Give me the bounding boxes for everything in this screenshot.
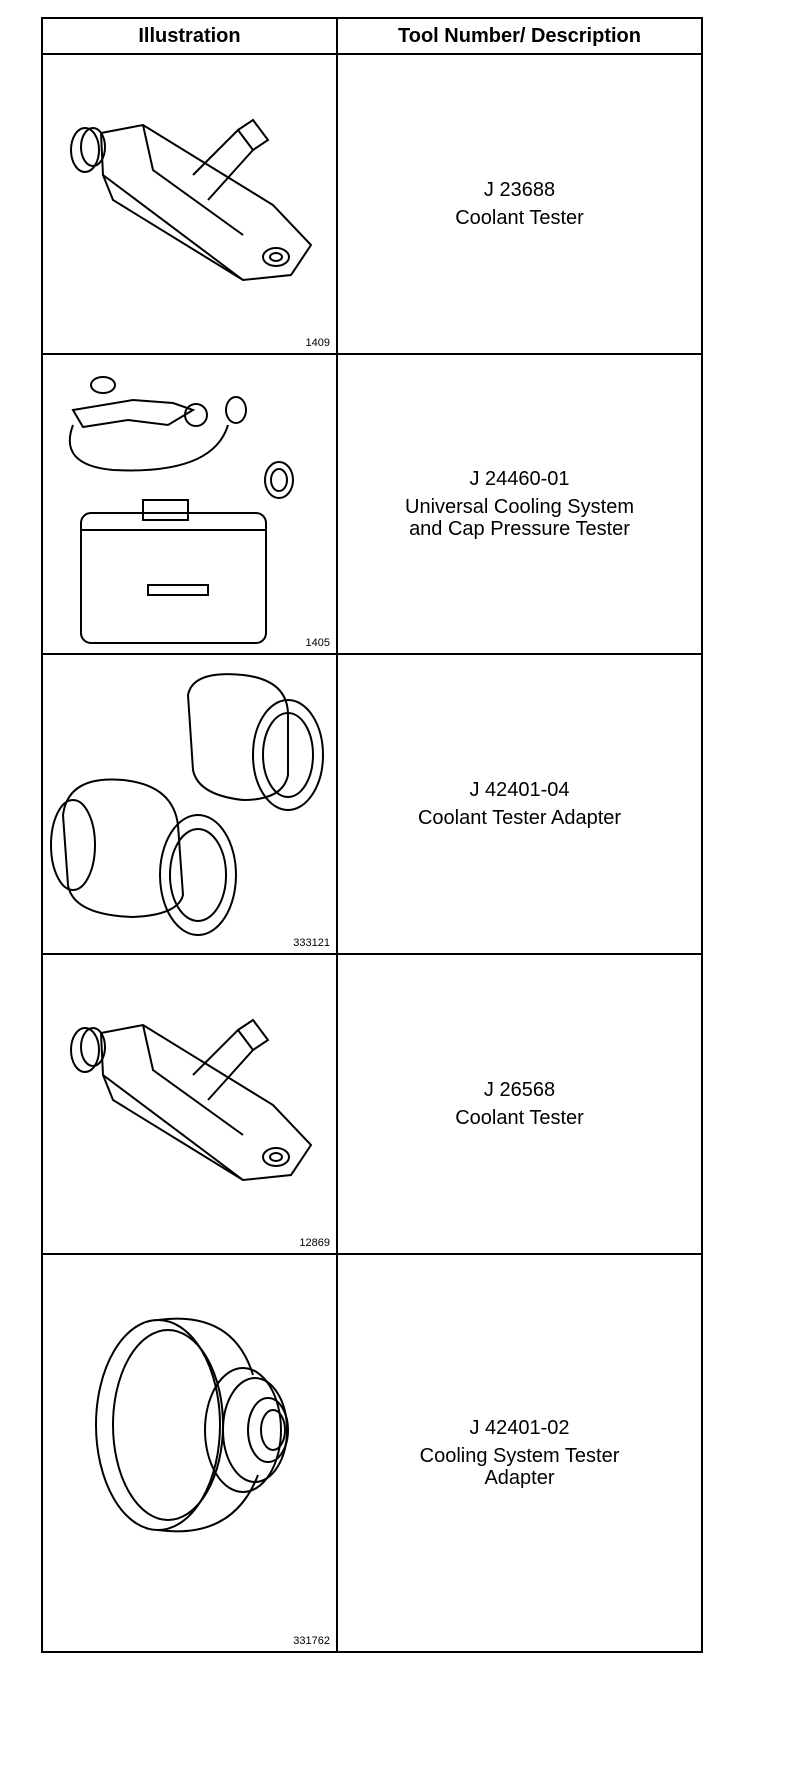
illustration-cell: 1405 [43, 355, 338, 653]
tool-description-line: Universal Cooling System [405, 496, 634, 518]
table-header: Illustration Tool Number/ Description [43, 19, 701, 55]
tool-description-cell: J 26568 Coolant Tester [338, 955, 701, 1253]
illustration-cell: 333121 [43, 655, 338, 953]
tool-description-cell: J 42401-02 Cooling System Tester Adapter [338, 1255, 701, 1651]
tool-description-cell: J 42401-04 Coolant Tester Adapter [338, 655, 701, 953]
illustration-cell: 12869 [43, 955, 338, 1253]
tool-description-line: Adapter [484, 1467, 555, 1489]
pressure-tester-kit-icon [68, 376, 294, 644]
coolant-tester-icon [70, 1018, 313, 1182]
illustration-cell: 1409 [43, 55, 338, 353]
illustration-cell: 331762 [43, 1255, 338, 1651]
table-row: 331762 J 42401-02 Cooling System Tester … [43, 1255, 701, 1651]
figure-number: 12869 [299, 1237, 330, 1249]
tool-description-line: and Cap Pressure Tester [409, 518, 630, 540]
tool-description-line: Coolant Tester [455, 207, 584, 229]
tool-number: J 23688 [483, 179, 556, 201]
tester-adapter-icon [50, 673, 324, 936]
tool-table: Illustration Tool Number/ Description 14… [41, 17, 703, 1653]
system-tester-adapter-icon [95, 1317, 289, 1533]
figure-number: 331762 [293, 1635, 330, 1647]
figure-number: 1405 [305, 637, 330, 649]
illustration-header: Illustration [43, 19, 338, 53]
table-row: 1409 J 23688 Coolant Tester [43, 55, 701, 355]
figure-number: 1409 [305, 337, 330, 349]
table-row: 333121 J 42401-04 Coolant Tester Adapter [43, 655, 701, 955]
tool-number: J 42401-02 [469, 1417, 570, 1439]
table-row: 1405 J 24460-01 Universal Cooling System… [43, 355, 701, 655]
tool-description-line: Coolant Tester Adapter [417, 807, 622, 829]
tool-header: Tool Number/ Description [398, 24, 641, 47]
tool-description-line: Cooling System Tester [419, 1445, 620, 1467]
figure-number: 333121 [293, 937, 330, 949]
tool-description-line: Coolant Tester [455, 1107, 584, 1129]
tool-number: J 24460-01 [469, 468, 570, 490]
tool-number: J 26568 [483, 1079, 556, 1101]
table-row: 12869 J 26568 Coolant Tester [43, 955, 701, 1255]
coolant-tester-icon [70, 118, 313, 282]
tool-description-cell: J 24460-01 Universal Cooling System and … [338, 355, 701, 653]
tool-number: J 42401-04 [469, 779, 570, 801]
tool-description-cell: J 23688 Coolant Tester [338, 55, 701, 353]
